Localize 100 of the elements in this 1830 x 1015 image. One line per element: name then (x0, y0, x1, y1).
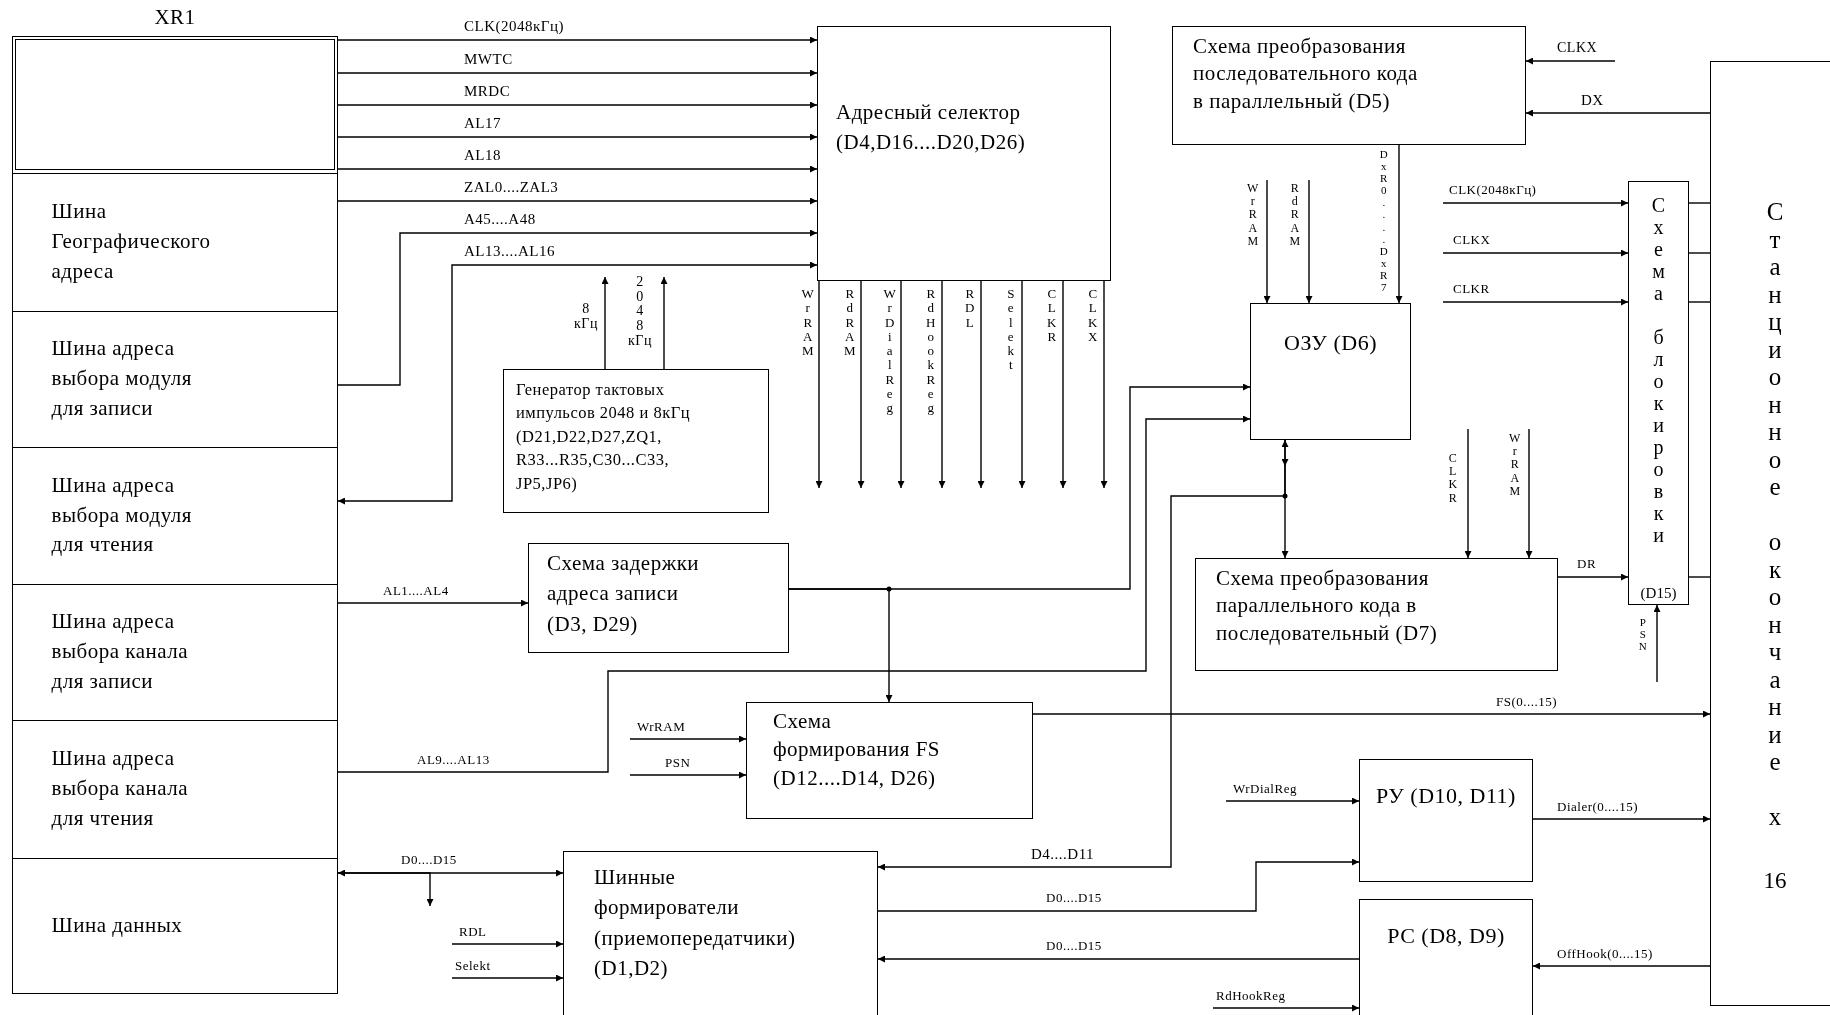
block-box (1710, 61, 1830, 1006)
signal-arrow (337, 197, 818, 205)
block-label: РУ (D10, D11) (1375, 782, 1517, 810)
block-label: Шина адреса выбора модуля для чтения (51, 471, 193, 559)
signal-arrow (337, 415, 1251, 773)
block-box (503, 369, 769, 513)
block-label: РС (D8, D9) (1386, 922, 1506, 950)
signal-arrow (938, 280, 946, 489)
signal-line (1688, 301, 1711, 303)
signal-arrow (337, 36, 818, 44)
block-box (1172, 26, 1526, 145)
signal-arrow (337, 872, 434, 907)
signal-arrow (660, 276, 668, 370)
block-label: 16 (1762, 868, 1788, 894)
block-label: Адресный селектор (D4,D16....D20,D26) (836, 99, 1027, 157)
block-label: Схема преобразования последовательного кода в параллельный (D5) (1193, 33, 1419, 115)
bus-section (14, 38, 335, 170)
block-label: (D15) (1639, 585, 1678, 602)
signal-arrow (1212, 1004, 1360, 1012)
signal-label: 8 кГц (573, 302, 599, 332)
signal-arrow (337, 165, 818, 173)
signal-arrow (1557, 573, 1629, 581)
signal-arrow (601, 276, 609, 370)
signal-arrow (1525, 428, 1533, 559)
block-label: ОЗУ (D6) (1283, 329, 1378, 357)
signal-arrow (815, 280, 823, 489)
signal-arrow (1225, 797, 1360, 805)
block-label: Шина адреса выбора канала для записи (51, 608, 190, 695)
signal-label: RdRAM (1289, 182, 1301, 248)
signal-label: DxR0....DxR7 (1378, 148, 1390, 294)
signal-arrow (1442, 249, 1629, 257)
signal-arrow (857, 280, 865, 489)
block-box (528, 543, 789, 653)
signal-label: 2048 кГц (627, 275, 653, 349)
block-label: Схема преобразования параллельного кода в последовательный (D7) (1216, 565, 1439, 647)
signal-label: CLK(2048кГц) (463, 18, 565, 35)
block-label: Шина Географического адреса (51, 198, 212, 285)
signal-label: Dialer(0....15) (1556, 800, 1640, 815)
signal-arrow (788, 588, 893, 703)
block-label: Станционное окончание х (1765, 198, 1785, 831)
signal-arrow (1653, 604, 1661, 683)
signal-arrow (337, 69, 818, 77)
signal-arrow (337, 133, 818, 141)
block-label: Шина данных (51, 912, 184, 940)
signal-arrow (1263, 179, 1271, 304)
block-label: Схема формирования FS (D12....D14, D26) (773, 708, 942, 792)
signal-arrow (337, 261, 818, 505)
block-box (1359, 899, 1533, 1015)
signal-label: WrRAM (1247, 182, 1259, 248)
signal-label: RdHookReg (1215, 989, 1287, 1004)
signal-line (1688, 202, 1711, 204)
signal-arrow (977, 280, 985, 489)
signal-arrow (1305, 179, 1313, 304)
connector-label: XR1 (153, 5, 197, 30)
block-box (1195, 558, 1558, 671)
signal-arrow (1442, 298, 1629, 306)
signal-arrow (1100, 280, 1108, 489)
block-box (563, 851, 878, 1015)
signal-arrow (1442, 199, 1629, 207)
signal-label: CLK(2048кГц) (1448, 183, 1538, 198)
signal-arrow (337, 101, 818, 109)
block-box (817, 26, 1111, 281)
signal-label: FS(0....15) (1495, 695, 1559, 710)
signal-label: OffHook(0....15) (1556, 947, 1654, 962)
signal-arrow (1059, 280, 1067, 489)
block-box (1359, 759, 1533, 882)
signal-label: PSN (1637, 616, 1649, 653)
signal-arrow (1532, 962, 1711, 970)
block-box (746, 702, 1033, 819)
signal-arrow (1395, 144, 1403, 304)
signal-arrow (1018, 280, 1026, 489)
signal-line (1688, 252, 1711, 254)
signal-label: WrDialReg (883, 287, 897, 416)
signal-label: CLKR (1447, 452, 1459, 505)
signal-arrow (897, 280, 905, 489)
signal-arrow (1032, 710, 1711, 718)
signal-arrow (451, 940, 564, 948)
signal-label: RdHookReg (924, 287, 938, 416)
signal-arrow (1532, 815, 1711, 823)
signal-arrow (877, 955, 1360, 963)
signal-label: RDL (963, 287, 977, 330)
signal-label: WrDialReg (1232, 782, 1298, 797)
signal-arrow (1525, 109, 1711, 117)
signal-arrow (1525, 57, 1616, 65)
block-label: Схема блокировки (1650, 194, 1667, 546)
signal-arrow (451, 974, 564, 982)
signal-arrow (629, 771, 747, 779)
signal-line (1688, 576, 1711, 578)
signal-arrow (629, 735, 747, 743)
block-label: Генератор тактовых импульсов 2048 и 8кГц (D21,D22,D27,ZQ1, R33...R35,C30...C33, JP5,JP6) (516, 379, 692, 495)
block-box (1250, 303, 1411, 440)
block-label: Шинные формирователи (приемопередатчики) (D1,D2) (594, 864, 797, 983)
signal-arrow (337, 229, 818, 386)
block-label: Шина адреса выбора модуля для записи (51, 335, 193, 422)
signal-arrow (877, 439, 1289, 871)
signal-label: WrRAM (1509, 432, 1521, 498)
block-label: Схема задержки адреса записи (D3, D29) (547, 550, 701, 638)
block-box (1628, 181, 1689, 605)
signal-arrow (1464, 428, 1472, 559)
signal-arrow (337, 599, 529, 607)
